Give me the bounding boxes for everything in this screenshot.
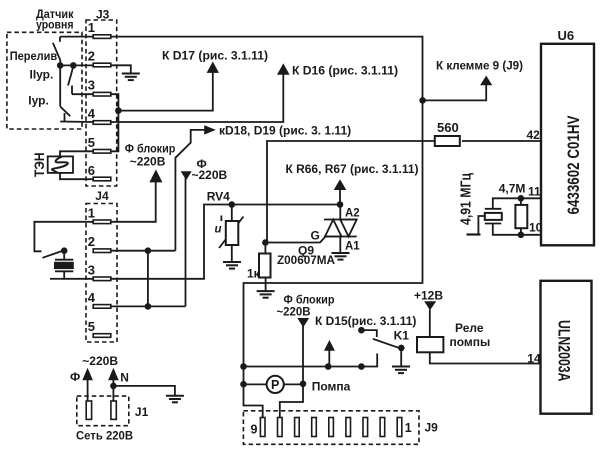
svg-text:помпы: помпы xyxy=(450,335,491,349)
svg-text:К клемме 9 (J9): К клемме 9 (J9) xyxy=(436,58,523,72)
svg-text:1: 1 xyxy=(88,205,95,220)
svg-text:11: 11 xyxy=(528,185,541,199)
svg-text:уровня: уровня xyxy=(36,18,74,32)
svg-text:J4: J4 xyxy=(95,189,109,203)
svg-text:A1: A1 xyxy=(345,241,360,253)
svg-text:J9: J9 xyxy=(425,421,439,435)
svg-text:~220В: ~220В xyxy=(82,354,118,368)
svg-text:560: 560 xyxy=(437,120,459,135)
svg-text:6: 6 xyxy=(88,163,95,178)
svg-text:кD18, D19 (рис. 3. 1.11): кD18, D19 (рис. 3. 1.11) xyxy=(219,124,351,138)
svg-text:~220В: ~220В xyxy=(130,155,166,169)
svg-text:К D16 (рис. 3.1.11): К D16 (рис. 3.1.11) xyxy=(292,63,398,77)
svg-text:Р: Р xyxy=(271,378,279,392)
svg-text:ULN2003A: ULN2003A xyxy=(555,320,574,382)
svg-text:3: 3 xyxy=(88,263,95,278)
svg-text:G: G xyxy=(311,229,320,243)
svg-text:ТЭН: ТЭН xyxy=(32,153,47,178)
svg-text:2: 2 xyxy=(88,234,95,249)
svg-text:4: 4 xyxy=(88,290,96,305)
svg-text:5: 5 xyxy=(88,135,95,150)
svg-text:Q9: Q9 xyxy=(298,243,314,257)
svg-text:A2: A2 xyxy=(345,208,360,220)
svg-text:10: 10 xyxy=(529,221,543,235)
svg-text:Реле: Реле xyxy=(455,321,484,335)
svg-text:3: 3 xyxy=(88,78,95,93)
svg-text:Помпа: Помпа xyxy=(312,380,351,394)
svg-text:IIур.: IIур. xyxy=(30,68,54,82)
svg-text:RV4: RV4 xyxy=(207,190,230,204)
svg-text:1к: 1к xyxy=(247,267,261,281)
svg-text:Iур.: Iур. xyxy=(28,94,49,108)
svg-text:5: 5 xyxy=(88,319,95,334)
svg-text:~220В: ~220В xyxy=(192,168,228,182)
svg-text:Ф: Ф xyxy=(70,370,80,384)
svg-text:Ф блокир: Ф блокир xyxy=(125,142,176,156)
svg-text:4,91 МГц: 4,91 МГц xyxy=(458,172,475,225)
svg-text:9: 9 xyxy=(251,423,258,437)
svg-text:14: 14 xyxy=(527,352,541,366)
svg-text:Ф блокир: Ф блокир xyxy=(284,293,335,307)
svg-text:К D17 (рис. 3.1.11): К D17 (рис. 3.1.11) xyxy=(162,48,268,62)
svg-text:Сеть 220В: Сеть 220В xyxy=(76,429,133,443)
svg-text:K1: K1 xyxy=(394,329,410,343)
svg-text:42: 42 xyxy=(527,128,541,142)
svg-text:J1: J1 xyxy=(135,405,149,419)
svg-text:4: 4 xyxy=(88,106,96,121)
svg-text:U6: U6 xyxy=(558,28,575,43)
svg-text:Перелив: Перелив xyxy=(10,49,58,63)
svg-text:+12В: +12В xyxy=(414,289,443,303)
svg-text:1: 1 xyxy=(405,421,412,435)
svg-text:J3: J3 xyxy=(96,8,110,22)
svg-text:~220В: ~220В xyxy=(277,304,311,318)
svg-text:N: N xyxy=(120,371,129,385)
svg-text:Ф: Ф xyxy=(197,157,207,171)
svg-text:К D15(рис. 3.1.11): К D15(рис. 3.1.11) xyxy=(315,314,416,328)
svg-text:Z00607MA: Z00607MA xyxy=(277,253,335,267)
svg-text:6433602 C01HV: 6433602 C01HV xyxy=(564,115,583,215)
svg-text:2: 2 xyxy=(88,49,95,64)
svg-text:К R66, R67 (рис. 3.1.11): К R66, R67 (рис. 3.1.11) xyxy=(286,162,419,176)
svg-text:u: u xyxy=(215,224,222,236)
svg-text:4,7М: 4,7М xyxy=(499,182,526,196)
svg-text:1: 1 xyxy=(88,20,95,35)
svg-text:Датчик: Датчик xyxy=(36,7,74,21)
